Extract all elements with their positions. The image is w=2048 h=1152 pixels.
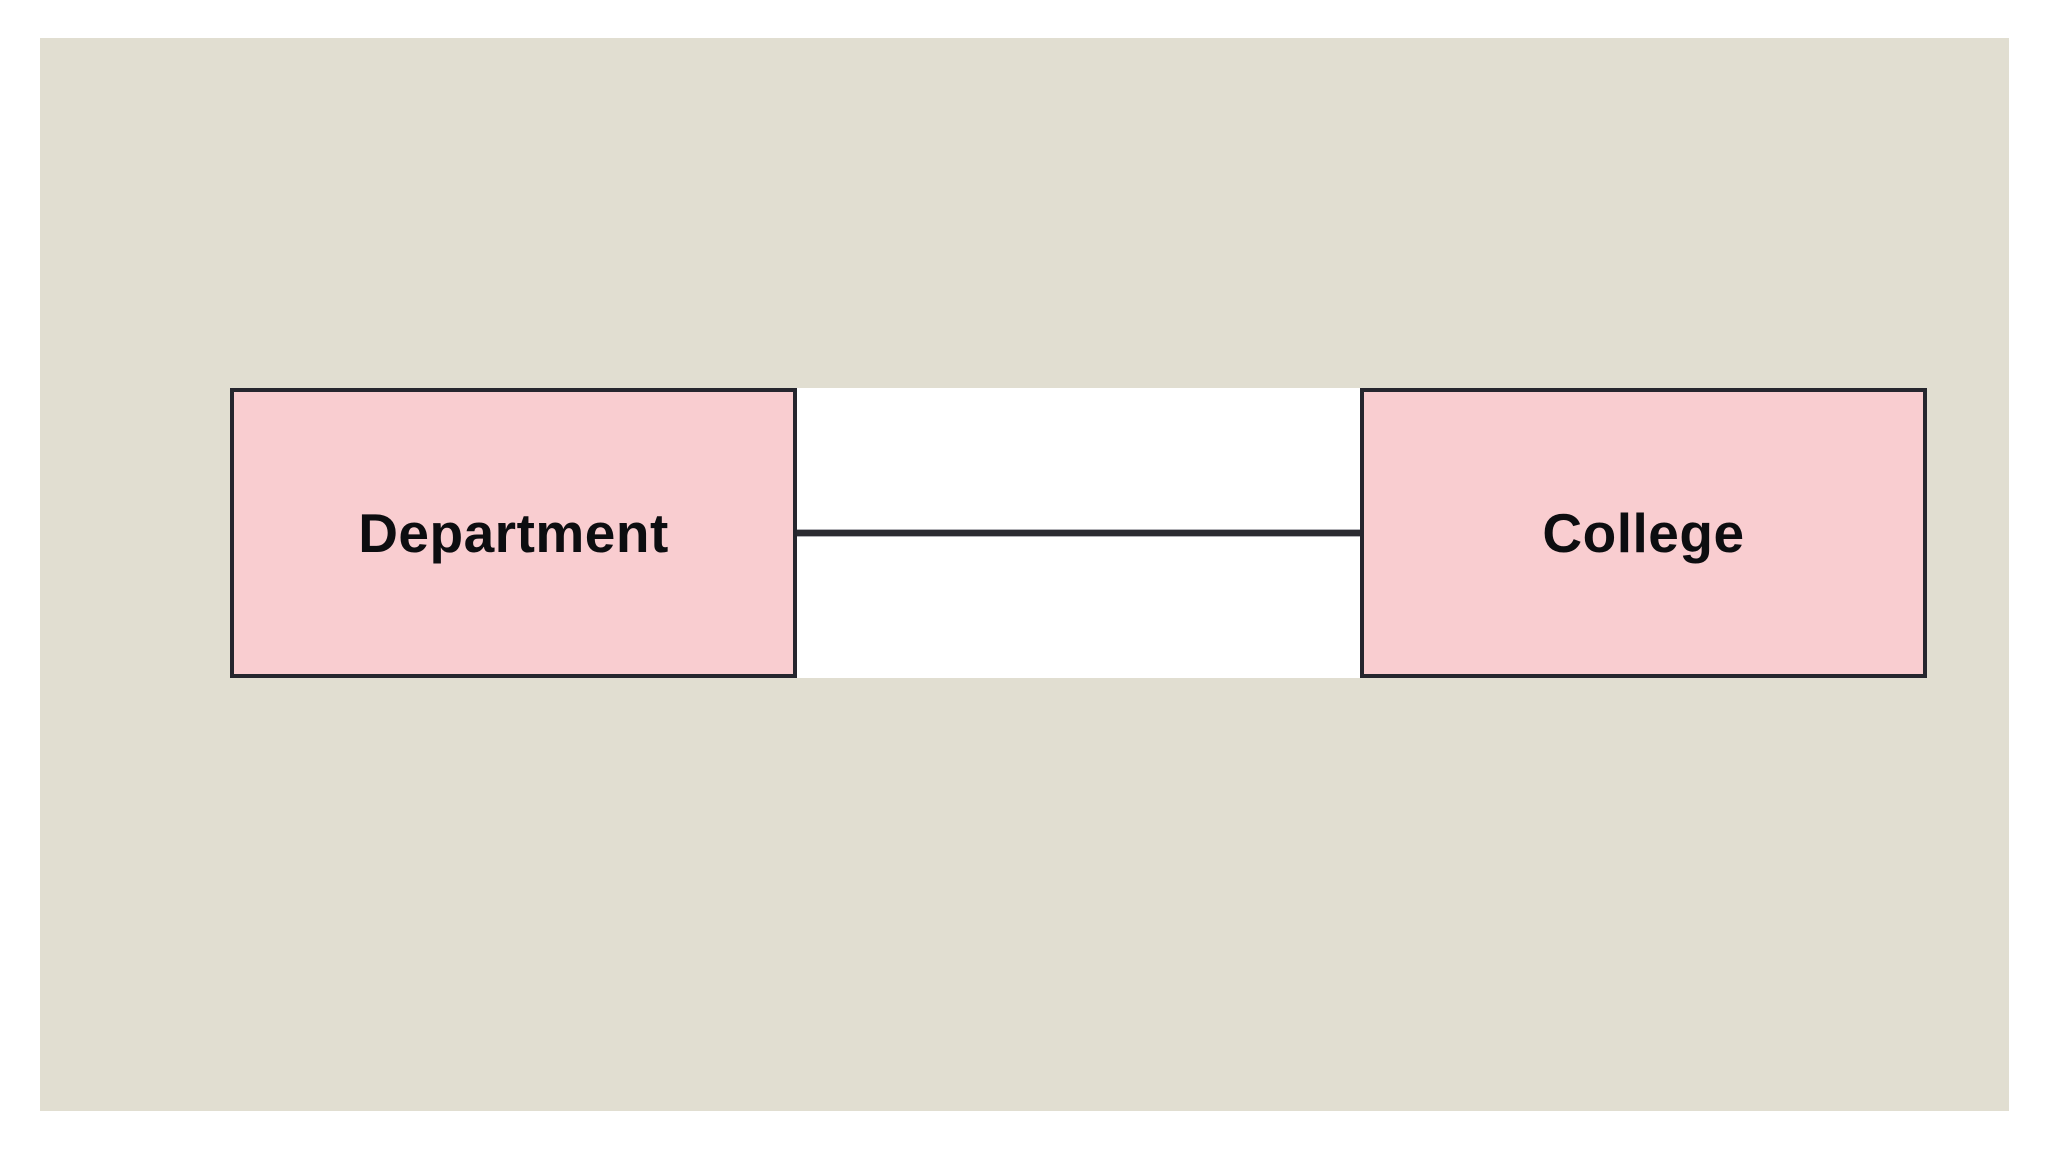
entity-college: College <box>1360 388 1927 678</box>
entity-college-label: College <box>1542 501 1745 564</box>
connector-line <box>793 530 1363 536</box>
diagram-canvas: Department College <box>40 38 2009 1111</box>
entity-department: Department <box>230 388 797 678</box>
entity-department-label: Department <box>358 501 669 564</box>
